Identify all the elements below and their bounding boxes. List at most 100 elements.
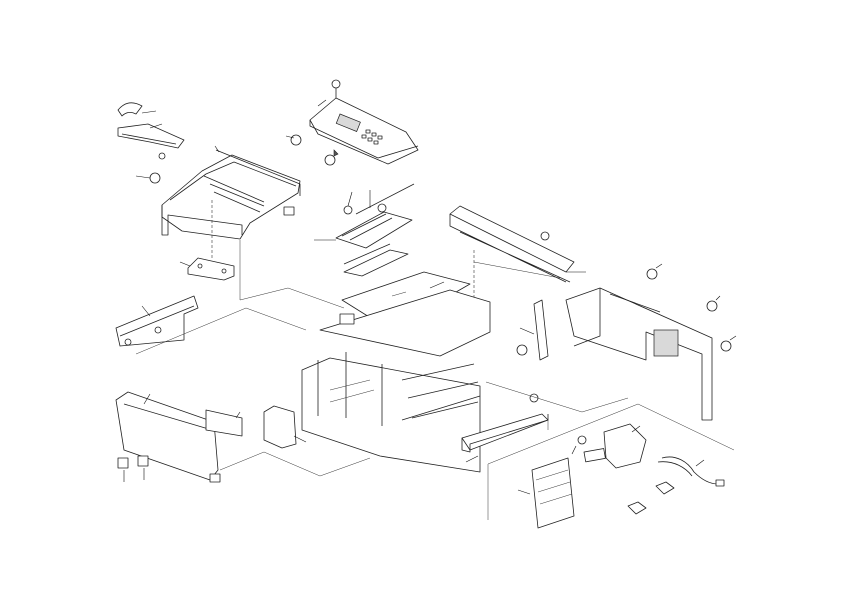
front-cover-edge [123, 403, 213, 431]
guide-screw [377, 203, 387, 213]
hinge-plate [117, 123, 185, 149]
leader [465, 455, 479, 463]
leader [519, 327, 535, 335]
bracket-hole [124, 338, 132, 346]
leader [214, 145, 220, 153]
small-label [117, 457, 129, 469]
kit-cable-loop [657, 461, 693, 477]
main-frame [301, 289, 491, 473]
rear-cover-rib [609, 293, 661, 313]
frame-tab [339, 313, 355, 325]
exit-tray [135, 145, 301, 258]
kit-label-sheet [531, 457, 575, 529]
guide-rail-edge [343, 243, 391, 265]
tray-bracket [179, 257, 235, 281]
right-upper-cover-side [449, 214, 571, 283]
exposure-glass-cover [117, 102, 185, 160]
rear-cover-frame [565, 287, 713, 421]
wire [355, 183, 415, 215]
main-frame-posts [317, 352, 383, 426]
hinge-plate-edge [121, 133, 177, 145]
leader [141, 305, 151, 317]
exit-tray-legs [161, 205, 243, 236]
main-frame-top [319, 289, 491, 357]
leader [285, 135, 295, 139]
right-upper-cover [449, 205, 586, 310]
panel-screw [331, 79, 341, 89]
fax-option-kit [487, 403, 735, 529]
panel-screw [290, 134, 302, 146]
kit-clamp [655, 481, 675, 495]
exit-tray-body [161, 154, 301, 240]
panel-keys [361, 129, 383, 145]
rear-cover [516, 263, 737, 421]
leader [347, 191, 353, 207]
leader [293, 435, 307, 443]
kit-clamp [627, 501, 647, 515]
panel-screw [324, 154, 336, 166]
leader [631, 425, 641, 433]
rear-screw [720, 340, 732, 352]
guide-plate [335, 211, 413, 249]
cover-knob [117, 102, 143, 117]
leader [149, 123, 163, 129]
bracket-hole [221, 268, 227, 274]
assembly-line [473, 261, 561, 279]
bracket-hole [154, 326, 162, 334]
small-cover-body [263, 405, 297, 449]
leader [517, 489, 531, 495]
leader [571, 445, 577, 455]
leader [655, 263, 663, 269]
leader [123, 468, 145, 482]
exit-tray-ribs [203, 175, 265, 213]
front-cover [115, 391, 243, 483]
kit-boundary [487, 403, 735, 520]
exit-tray-tab [283, 206, 295, 216]
small-cover [263, 405, 307, 449]
rear-lower-cover-side [461, 414, 549, 453]
leader [141, 110, 157, 114]
operation-panel [285, 79, 419, 166]
rear-cover-cutout [573, 288, 601, 347]
assembly-lines [135, 240, 629, 477]
rear-screw [706, 300, 718, 312]
leader [179, 261, 191, 267]
exit-tray-back [215, 149, 301, 196]
right-upper-cover-top [449, 205, 575, 273]
arrow-marker [333, 149, 339, 157]
guide-screw [343, 205, 353, 215]
scanner-guide [314, 183, 415, 277]
guide-slots [341, 213, 393, 241]
kit-cable-plug [715, 479, 725, 487]
main-frame-detail [329, 379, 375, 403]
rear-cover-bracket [533, 299, 549, 361]
front-cover-label [205, 409, 243, 437]
bracket-edge [119, 305, 195, 337]
kit-bracket [603, 423, 647, 469]
guide-rail [343, 249, 409, 277]
small-labels [117, 455, 149, 482]
kit-cable [661, 456, 719, 485]
front-cover-latch [209, 473, 221, 483]
cover-screw [540, 231, 550, 241]
exit-tray-ridge [169, 161, 297, 201]
left-cover-bracket [115, 295, 199, 347]
rear-screw [646, 268, 658, 280]
small-label [137, 455, 149, 467]
assembly-line [135, 307, 307, 355]
leader [695, 459, 705, 467]
leader [135, 175, 151, 179]
leader [715, 295, 721, 301]
rear-cover-label [653, 329, 679, 357]
main-frame-rails [401, 363, 479, 419]
hinge-screw [158, 152, 166, 160]
main-frame-body [301, 357, 481, 473]
leader [235, 411, 241, 419]
kit-plate [583, 448, 606, 463]
bracket-screw [516, 344, 528, 356]
tray-bracket-plate [187, 257, 235, 281]
front-cover-body [115, 391, 219, 481]
assembly-line [239, 240, 345, 309]
